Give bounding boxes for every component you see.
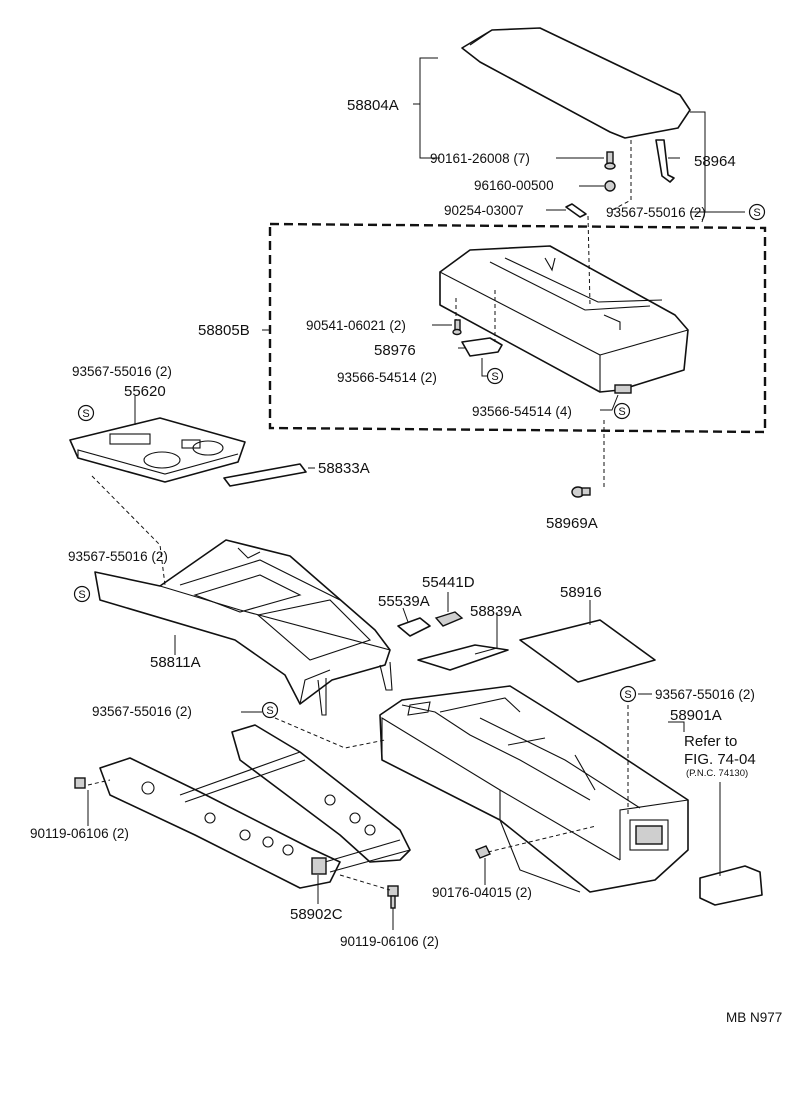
s-symbol-right: S	[619, 685, 637, 703]
label-58902C: 58902C	[290, 906, 343, 923]
assembly-bracket-58805B	[268, 222, 767, 434]
label-58833A: 58833A	[318, 460, 370, 477]
svg-text:S: S	[624, 689, 631, 701]
label-58901A: 58901A	[670, 707, 722, 724]
nut-90176[interactable]	[475, 845, 491, 859]
svg-text:S: S	[618, 406, 625, 418]
svg-text:S: S	[491, 371, 498, 383]
screw-90161[interactable]	[604, 151, 616, 170]
label-58839A: 58839A	[470, 603, 522, 620]
label-55441D: 55441D	[422, 574, 475, 591]
clip-58964[interactable]	[655, 139, 675, 183]
svg-text:S: S	[82, 408, 89, 420]
label-55539A: 55539A	[378, 593, 430, 610]
refer-to-line2: FIG. 74-04	[684, 751, 756, 768]
svg-text:S: S	[78, 589, 85, 601]
label-58805B: 58805B	[198, 322, 250, 339]
label-90254-03007: 90254-03007	[444, 203, 524, 218]
washer-96160[interactable]	[604, 180, 616, 192]
bracket-58902C[interactable]	[99, 724, 411, 889]
mat-58916[interactable]	[519, 619, 656, 683]
label-58964: 58964	[694, 153, 736, 170]
svg-text:S: S	[266, 705, 273, 717]
bezel-55539A[interactable]	[397, 617, 431, 637]
label-93567-55016-right: 93567-55016 (2)	[655, 687, 755, 702]
label-93567-55016-left1: 93567-55016 (2)	[72, 364, 172, 379]
label-90541-06021: 90541-06021 (2)	[306, 318, 406, 333]
label-58804A: 58804A	[347, 97, 399, 114]
alignment-lines	[87, 140, 632, 891]
s-symbol-93566-2: S	[486, 367, 504, 385]
bolt-90119-left[interactable]	[74, 777, 86, 789]
switch-55441D[interactable]	[434, 611, 464, 627]
cup-holder-cover[interactable]	[699, 865, 763, 906]
screw-90541[interactable]	[452, 319, 462, 336]
console-panel-55620[interactable]	[69, 417, 246, 483]
refer-to-line1: Refer to	[684, 733, 737, 750]
armrest-lid[interactable]	[461, 27, 691, 139]
s-symbol-55620: S	[77, 404, 95, 422]
label-90119-06106-left: 90119-06106 (2)	[30, 826, 129, 841]
clip-58969A[interactable]	[571, 486, 591, 498]
label-93567-55016-top: 93567-55016 (2)	[606, 205, 706, 220]
label-58811A: 58811A	[150, 654, 201, 671]
label-55620: 55620	[124, 383, 166, 400]
s-symbol-mid: S	[261, 701, 279, 719]
label-90119-06106-bottom: 90119-06106 (2)	[340, 934, 439, 949]
refer-to-line3: (P.N.C. 74130)	[686, 768, 748, 779]
label-93566-54514-2: 93566-54514 (2)	[337, 370, 437, 385]
label-93566-54514-4: 93566-54514 (4)	[472, 404, 572, 419]
s-symbol-58811A: S	[73, 585, 91, 603]
label-58916: 58916	[560, 584, 602, 601]
svg-text:S: S	[753, 207, 760, 219]
pin-90254[interactable]	[565, 203, 587, 218]
s-symbol-top-right: S	[748, 203, 766, 221]
drawing-code: MB N977	[726, 1010, 782, 1025]
retainer-58976[interactable]	[461, 337, 503, 357]
label-58969A: 58969A	[546, 515, 598, 532]
upper-console-58811A[interactable]	[94, 539, 393, 716]
label-90161-26008: 90161-26008 (7)	[430, 151, 530, 166]
pad-58833A[interactable]	[223, 463, 307, 487]
console-box-58805B[interactable]	[439, 245, 689, 394]
label-93567-55016-left2: 93567-55016 (2)	[68, 549, 168, 564]
label-58976: 58976	[374, 342, 416, 359]
label-90176-04015: 90176-04015 (2)	[432, 885, 532, 900]
bolt-90119-bottom[interactable]	[387, 885, 399, 909]
lower-console-58901A[interactable]	[379, 685, 689, 893]
label-96160-00500: 96160-00500	[474, 178, 554, 193]
label-93567-55016-mid: 93567-55016 (2)	[92, 704, 192, 719]
s-symbol-93566-4: S	[613, 402, 631, 420]
